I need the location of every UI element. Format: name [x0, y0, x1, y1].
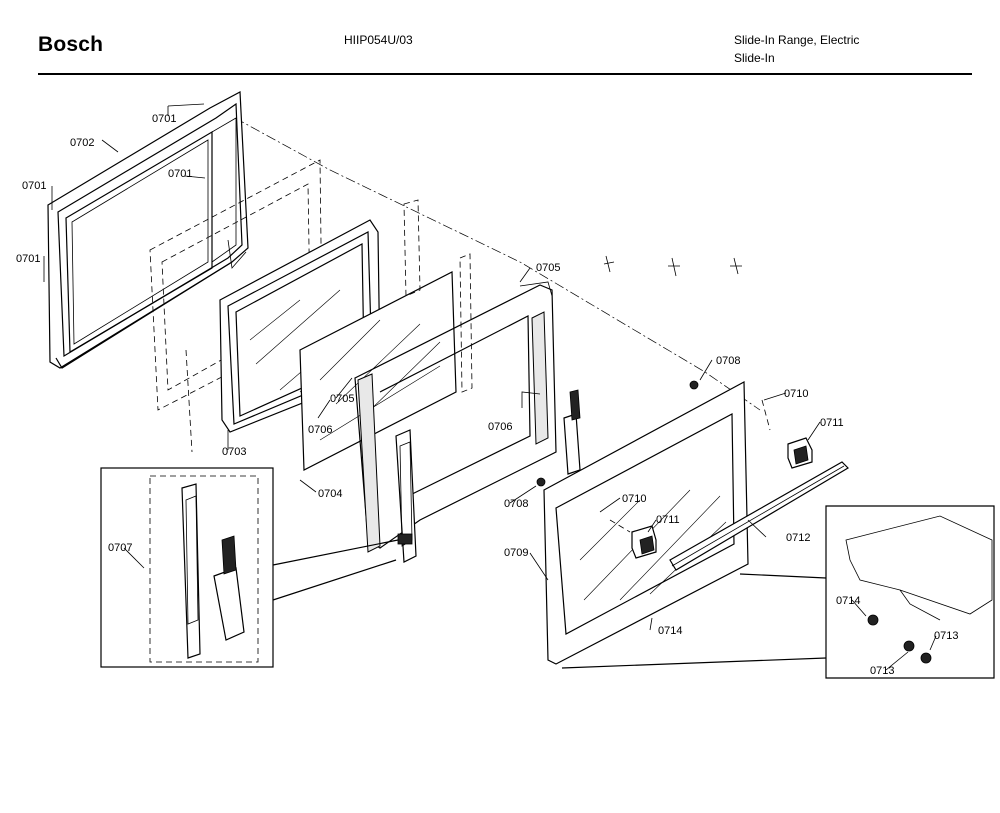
hinge-right: [563, 389, 581, 475]
assembly-axis-line: [234, 117, 761, 411]
callout-0701-a: 0701: [152, 113, 176, 125]
bracket-0711-right: [787, 437, 813, 469]
callout-0714-a: 0714: [836, 595, 860, 607]
spacer-0708-top: [689, 380, 699, 390]
inner-door-frame-0705: [354, 281, 557, 553]
product-subtype: Slide-In: [734, 51, 775, 65]
model-number: HIIP054U/03: [344, 33, 413, 47]
screw-clusters: [603, 255, 742, 277]
bottom-inset-box: [561, 505, 995, 679]
callout-0706-b: 0706: [488, 421, 512, 433]
outer-door-frame: [47, 91, 249, 369]
callout-0706-a: 0706: [308, 424, 332, 436]
callout-0705-b: 0705: [330, 393, 354, 405]
screw-line-0710-center: [609, 519, 631, 533]
product-type: Slide-In Range, Electric: [734, 33, 860, 47]
callout-0701-d: 0701: [16, 253, 40, 265]
callout-0701-c: 0701: [22, 180, 46, 192]
callout-0704: 0704: [318, 488, 342, 500]
callout-0705-a: 0705: [536, 262, 560, 274]
callout-0712: 0712: [786, 532, 810, 544]
callout-0713-b: 0713: [870, 665, 894, 677]
door-handle-0712: [669, 461, 849, 571]
dashed-channels: [403, 199, 473, 393]
hinge-inset-0707: [100, 467, 399, 668]
hinge-left: [395, 429, 417, 563]
callout-0701-b: 0701: [168, 168, 192, 180]
brand-title: Bosch: [38, 33, 104, 56]
callout-0711-a: 0711: [820, 417, 844, 429]
screw-line-0710-right: [761, 399, 771, 431]
bracket-0711-center: [631, 525, 657, 559]
outer-door-glass-0709: [543, 381, 749, 665]
leader-lines: [43, 103, 937, 671]
callout-0714-b: 0714: [658, 625, 682, 637]
callout-0702: 0702: [70, 137, 94, 149]
spacer-0708-bottom: [536, 477, 546, 487]
glass-pane-0704: [299, 271, 457, 471]
callout-0709: 0709: [504, 547, 528, 559]
callout-0711-b: 0711: [656, 514, 680, 526]
callout-0703: 0703: [222, 446, 246, 458]
callout-0710-b: 0710: [622, 493, 646, 505]
header-rule: [38, 73, 972, 75]
callout-0708-b: 0708: [504, 498, 528, 510]
callout-0707: 0707: [108, 542, 132, 554]
callout-0710-a: 0710: [784, 388, 808, 400]
callout-0708-a: 0708: [716, 355, 740, 367]
callout-0713-a: 0713: [934, 630, 958, 642]
